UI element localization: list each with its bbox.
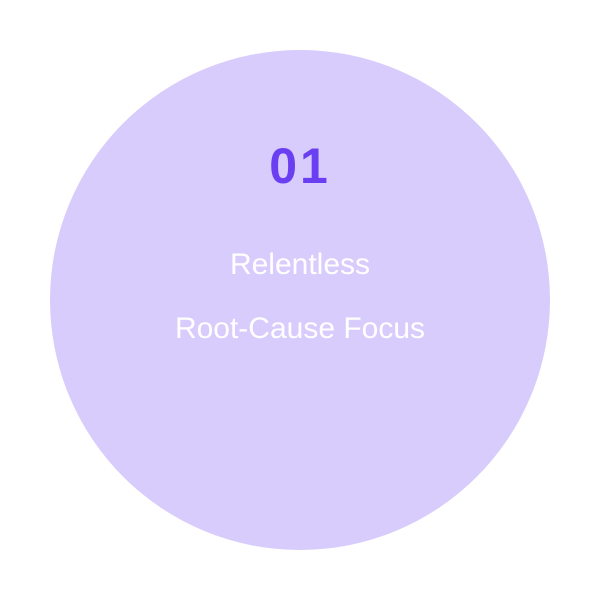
title-line-2: Root-Cause Focus	[174, 312, 426, 345]
step-number: 01	[269, 138, 331, 194]
badge-circle	[50, 50, 550, 550]
title-line-1: Relentless	[229, 248, 371, 281]
